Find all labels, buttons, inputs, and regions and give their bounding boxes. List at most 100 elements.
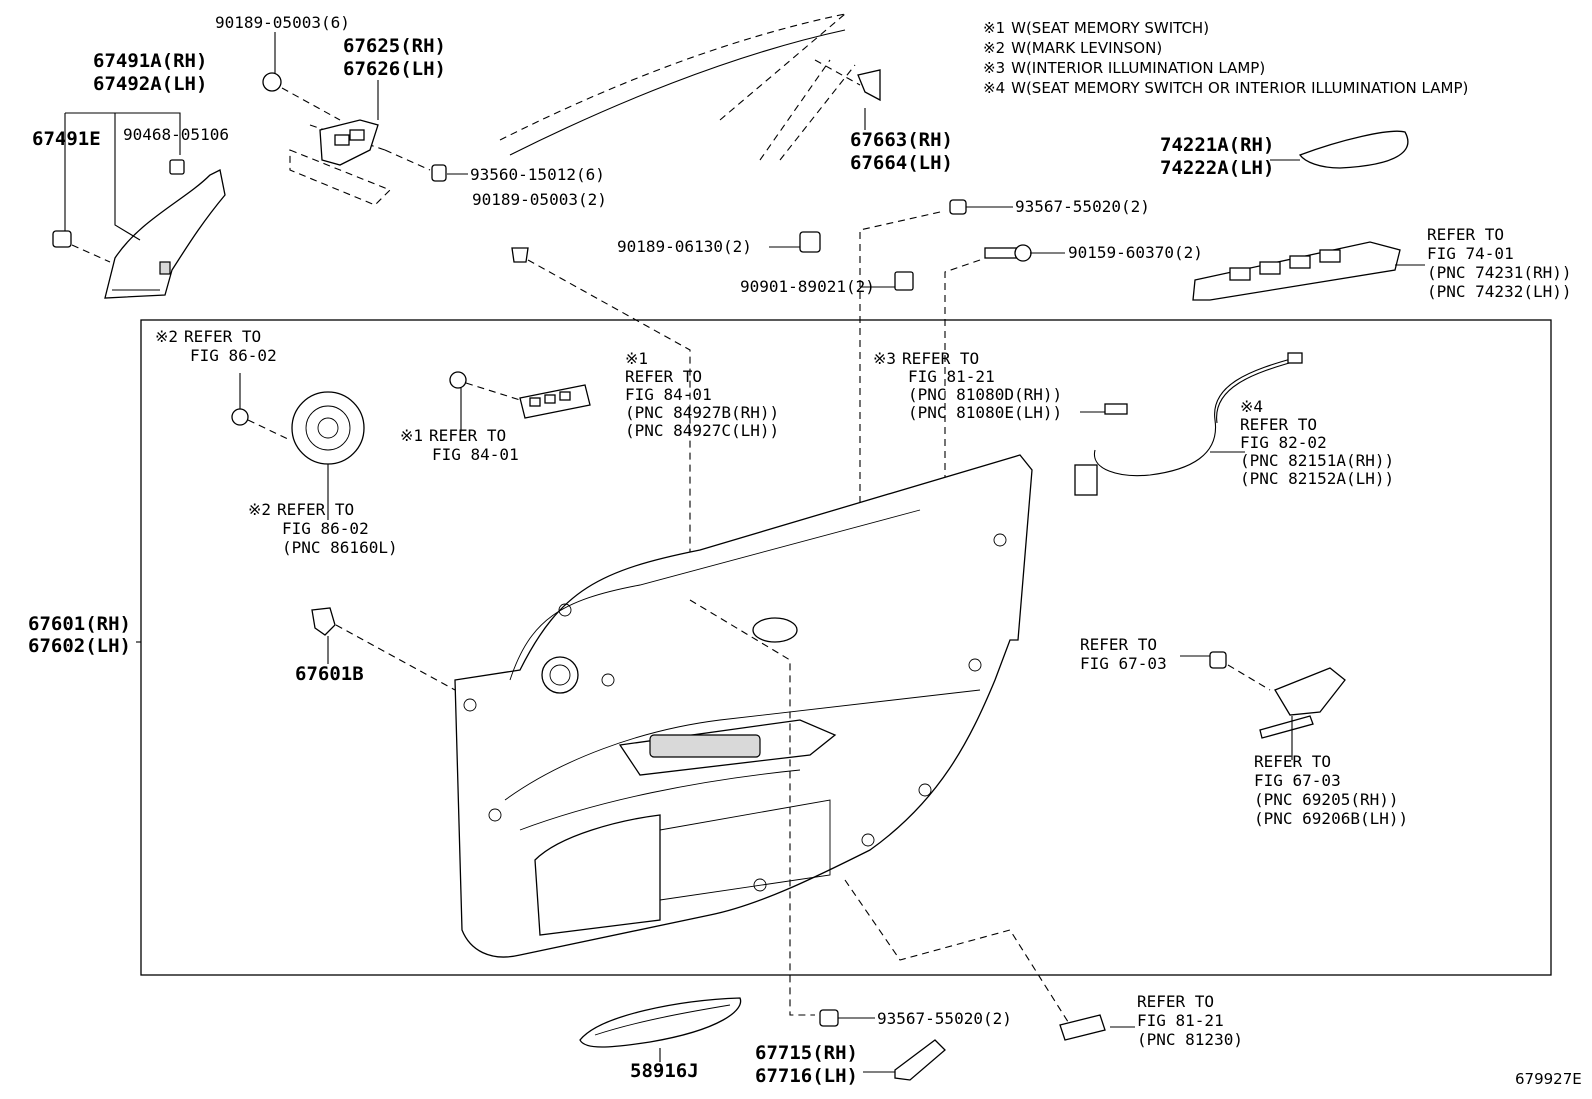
ref-84-sw-line-4: (PNC 84927C(LH)) <box>625 421 779 440</box>
ref-67-handle-line-3: (PNC 69205(RH)) <box>1254 790 1399 809</box>
ref-82-mark: ※4 <box>1240 397 1263 416</box>
screw-93567-bottom <box>819 1009 839 1027</box>
lamp-connector <box>1104 403 1128 415</box>
label-90159: 90159-60370(2) <box>1068 243 1203 262</box>
label-93567-bottom: 93567-55020(2) <box>877 1009 1012 1028</box>
ref-84-sw-mark: ※1 <box>625 349 648 368</box>
courtesy-lamp-part <box>1059 1014 1106 1041</box>
svg-text:※3W(INTERIOR ILLUMINATION LAMP: ※3W(INTERIOR ILLUMINATION LAMP) <box>983 59 1265 77</box>
label-90189-05003-2: 90189-05003(2) <box>472 190 607 209</box>
ref-81230-line-3: (PNC 81230) <box>1137 1030 1243 1049</box>
clip-90468 <box>169 159 185 175</box>
part-labels: 90189-05003(6) 67491A(RH) 67492A(LH) 676… <box>28 13 1582 1088</box>
screw-ref-67-03 <box>1209 651 1271 691</box>
ref-84-scr-line-2: FIG 84-01 <box>432 445 519 464</box>
cover-67715 <box>894 1039 946 1081</box>
door-trim-panel <box>454 454 1033 958</box>
label-67601: 67601(RH) <box>28 613 131 635</box>
label-67626: 67626(LH) <box>343 58 446 80</box>
clip-90189-top <box>262 72 341 121</box>
leader-lines <box>64 32 1425 1073</box>
label-58916J: 58916J <box>630 1060 699 1082</box>
label-67492A: 67492A(LH) <box>93 73 207 95</box>
ref-84-sw-line-2: FIG 84-01 <box>625 385 712 404</box>
label-74222A: 74222A(LH) <box>1160 157 1274 179</box>
note-2-mark: ※2 <box>983 39 1005 57</box>
ref-86-top-mark: ※2 <box>155 327 178 346</box>
memory-switch <box>449 371 591 419</box>
note-1-mark: ※1 <box>983 19 1005 37</box>
svg-text:※1W(SEAT MEMORY SWITCH): ※1W(SEAT MEMORY SWITCH) <box>983 19 1209 37</box>
svg-text:※4W(SEAT MEMORY SWITCH OR INTE: ※4 W(SEAT MEMORY SWITCH OR INTERIOR ILLUM… <box>983 79 1468 97</box>
label-74221A: 74221A(RH) <box>1160 134 1274 156</box>
label-67602: 67602(LH) <box>28 635 131 657</box>
ref-67-handle-line-1: REFER TO <box>1254 752 1331 771</box>
ref-84-scr-line-1: REFER TO <box>429 426 506 445</box>
armrest-pad-part <box>1298 130 1409 169</box>
ref-74-line-2: FIG 74-01 <box>1427 244 1514 263</box>
ref-67-scr-line-2: FIG 67-03 <box>1080 654 1167 673</box>
label-67663: 67663(RH) <box>850 129 953 151</box>
label-67625: 67625(RH) <box>343 35 446 57</box>
mirror-cover-part <box>857 69 881 102</box>
screw-93560 <box>384 149 447 182</box>
ref-81-lamp-line-4: (PNC 81080E(LH)) <box>908 403 1062 422</box>
ref-84-sw-line-3: (PNC 84927B(RH)) <box>625 403 779 422</box>
svg-text:※2W(MARK LEVINSON): ※2 W(MARK LEVINSON) <box>983 39 1162 57</box>
ref-74-line-1: REFER TO <box>1427 225 1504 244</box>
ref-86-spk-line-3: (PNC 86160L) <box>282 538 398 557</box>
ref-82-line-1: REFER TO <box>1240 415 1317 434</box>
clip-67491E <box>52 230 111 263</box>
ref-81-lamp-line-2: FIG 81-21 <box>908 367 995 386</box>
ref-67-handle-line-2: FIG 67-03 <box>1254 771 1341 790</box>
ref-67-handle-line-4: (PNC 69206B(LH)) <box>1254 809 1408 828</box>
ref-86-top-line-2: FIG 86-02 <box>190 346 277 365</box>
inside-handle-bracket <box>289 119 391 206</box>
ref-82-line-2: FIG 82-02 <box>1240 433 1327 452</box>
clip-67601B <box>311 607 456 691</box>
armrest-base-58916J <box>579 997 742 1048</box>
label-93560: 93560-15012(6) <box>470 165 605 184</box>
assembly-frame <box>140 319 1552 976</box>
ref-81230-line-1: REFER TO <box>1137 992 1214 1011</box>
label-93567-top: 93567-55020(2) <box>1015 197 1150 216</box>
note-2-text: W(MARK LEVINSON) <box>1011 39 1162 57</box>
note-4-text: W(SEAT MEMORY SWITCH OR INTERIOR ILLUMIN… <box>1011 79 1468 97</box>
ref-82-line-3: (PNC 82151A(RH)) <box>1240 451 1394 470</box>
label-90189-06130: 90189-06130(2) <box>617 237 752 256</box>
label-67491A: 67491A(RH) <box>93 50 207 72</box>
label-67664: 67664(LH) <box>850 152 953 174</box>
label-67715: 67715(RH) <box>755 1042 858 1064</box>
ref-86-spk-line-2: FIG 86-02 <box>282 519 369 538</box>
label-90468: 90468-05106 <box>123 125 229 144</box>
window-frame-outline <box>499 13 861 161</box>
power-window-switch <box>1192 241 1401 301</box>
ref-74-line-3: (PNC 74231(RH)) <box>1427 263 1572 282</box>
clip-90189-lower <box>511 247 691 600</box>
nut-90189-06130 <box>799 231 821 253</box>
ref-81230-line-2: FIG 81-21 <box>1137 1011 1224 1030</box>
tweeter-speaker <box>231 391 365 465</box>
ref-86-spk-line-1: REFER TO <box>277 500 354 519</box>
nut-90901 <box>894 271 914 291</box>
label-67601B: 67601B <box>295 663 364 685</box>
ref-86-top-line-1: REFER TO <box>184 327 261 346</box>
ref-81-lamp-line-1: REFER TO <box>902 349 979 368</box>
label-67716: 67716(LH) <box>755 1065 858 1087</box>
ref-82-line-4: (PNC 82152A(LH)) <box>1240 469 1394 488</box>
ref-84-sw-line-1: REFER TO <box>625 367 702 386</box>
label-67491E: 67491E <box>32 128 101 150</box>
ref-67-scr-line-1: REFER TO <box>1080 635 1157 654</box>
ref-86-spk-mark: ※2 <box>248 500 271 519</box>
ref-84-scr-mark: ※1 <box>400 426 423 445</box>
inside-handle-part <box>1259 667 1346 739</box>
diagram-id: 679927E <box>1515 1070 1582 1088</box>
pillar-garnish-part <box>104 169 226 299</box>
note-4-mark: ※4 <box>983 79 1005 97</box>
note-3-text: W(INTERIOR ILLUMINATION LAMP) <box>1011 59 1265 77</box>
